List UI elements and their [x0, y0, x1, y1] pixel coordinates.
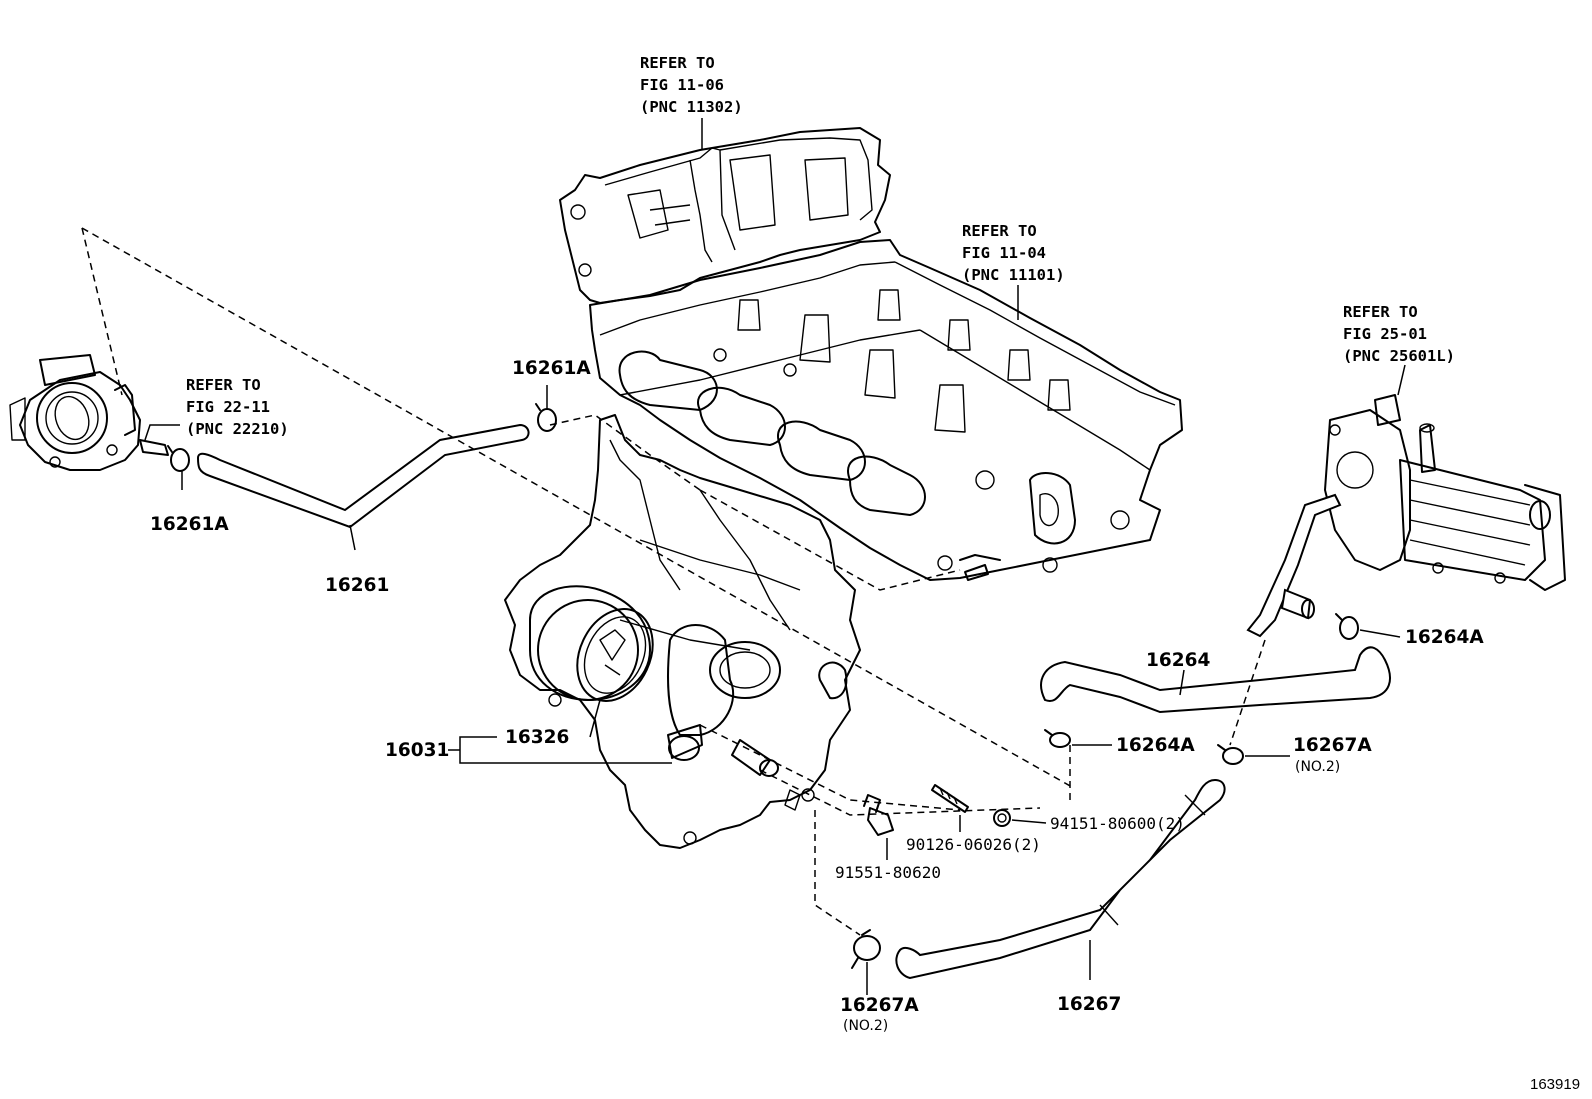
label-16326: 16326: [505, 727, 569, 748]
nut-94151-drawing: [993, 809, 1011, 827]
label-16264: 16264: [1146, 650, 1210, 671]
clamp-16267A-bottom-drawing: [851, 929, 881, 969]
egr-pipe-stub-drawing: [1280, 588, 1312, 620]
label-16267A-bottom-note: (NO.2): [843, 1018, 888, 1034]
leader-lines: [144, 118, 1406, 995]
label-16264A-mid: 16264A: [1116, 735, 1195, 756]
label-16261: 16261: [325, 575, 389, 596]
label-16264A-right: 16264A: [1405, 627, 1484, 648]
egr-pipe-stub-end: [1301, 599, 1315, 619]
label-16261A-upper: 16261A: [512, 358, 591, 379]
label-16267: 16267: [1057, 994, 1121, 1015]
label-16267A-right-note: (NO.2): [1295, 759, 1340, 775]
hose-16267-drawing: [895, 778, 1226, 980]
hose-16261-drawing: [196, 423, 530, 529]
hose-16264-drawing: [1040, 646, 1391, 714]
label-16267A-bottom: 16267A: [840, 995, 919, 1016]
egr-cooler-drawing: [1324, 394, 1566, 591]
label-16031: 16031: [385, 740, 449, 761]
label-16267A-right: 16267A: [1293, 735, 1372, 756]
egr-pipe-left-drawing: [1246, 493, 1342, 638]
throttle-body-drawing: [9, 354, 169, 471]
refer-egr-line3: (PNC 25601L): [1343, 347, 1455, 365]
refer-throttle-line3: (PNC 22210): [186, 420, 289, 438]
stud-90126-drawing: [931, 784, 969, 813]
label-94151: 94151-80600(2): [1050, 814, 1185, 833]
refer-block-line2: FIG 11-06: [640, 76, 724, 94]
refer-block-line1: REFER TO: [640, 54, 715, 72]
hose-16267-seam2: [1099, 904, 1119, 926]
refer-throttle-line2: FIG 22-11: [186, 398, 270, 416]
refer-head-line3: (PNC 11101): [962, 266, 1065, 284]
diagram-id: 163919: [1530, 1076, 1580, 1093]
clamp-16264A-mid-drawing: [1044, 729, 1071, 748]
refer-throttle-line1: REFER TO: [186, 376, 261, 394]
label-90126: 90126-06026(2): [906, 835, 1041, 854]
clamp-16264A-right-drawing: [1335, 613, 1359, 640]
hose-16267-seam: [1184, 794, 1206, 816]
clamp-16267A-right-drawing: [1217, 744, 1244, 765]
label-16261A-left: 16261A: [150, 514, 229, 535]
refer-head-line2: FIG 11-04: [962, 244, 1046, 262]
timing-cover-drawing: [504, 414, 861, 849]
head-stud-drawing: [964, 564, 989, 581]
refer-block-line3: (PNC 11302): [640, 98, 743, 116]
refer-head-line1: REFER TO: [962, 222, 1037, 240]
clamp-16261A-left-drawing: [167, 445, 190, 472]
dashed-reference-lines: [81, 227, 1266, 936]
cylinder-block-drawing: [559, 127, 891, 304]
clamp-16261A-upper-drawing: [535, 403, 557, 432]
refer-egr-line2: FIG 25-01: [1343, 325, 1427, 343]
refer-egr-line1: REFER TO: [1343, 303, 1418, 321]
cylinder-head-drawing: [589, 239, 1183, 581]
label-91551: 91551-80620: [835, 863, 941, 882]
